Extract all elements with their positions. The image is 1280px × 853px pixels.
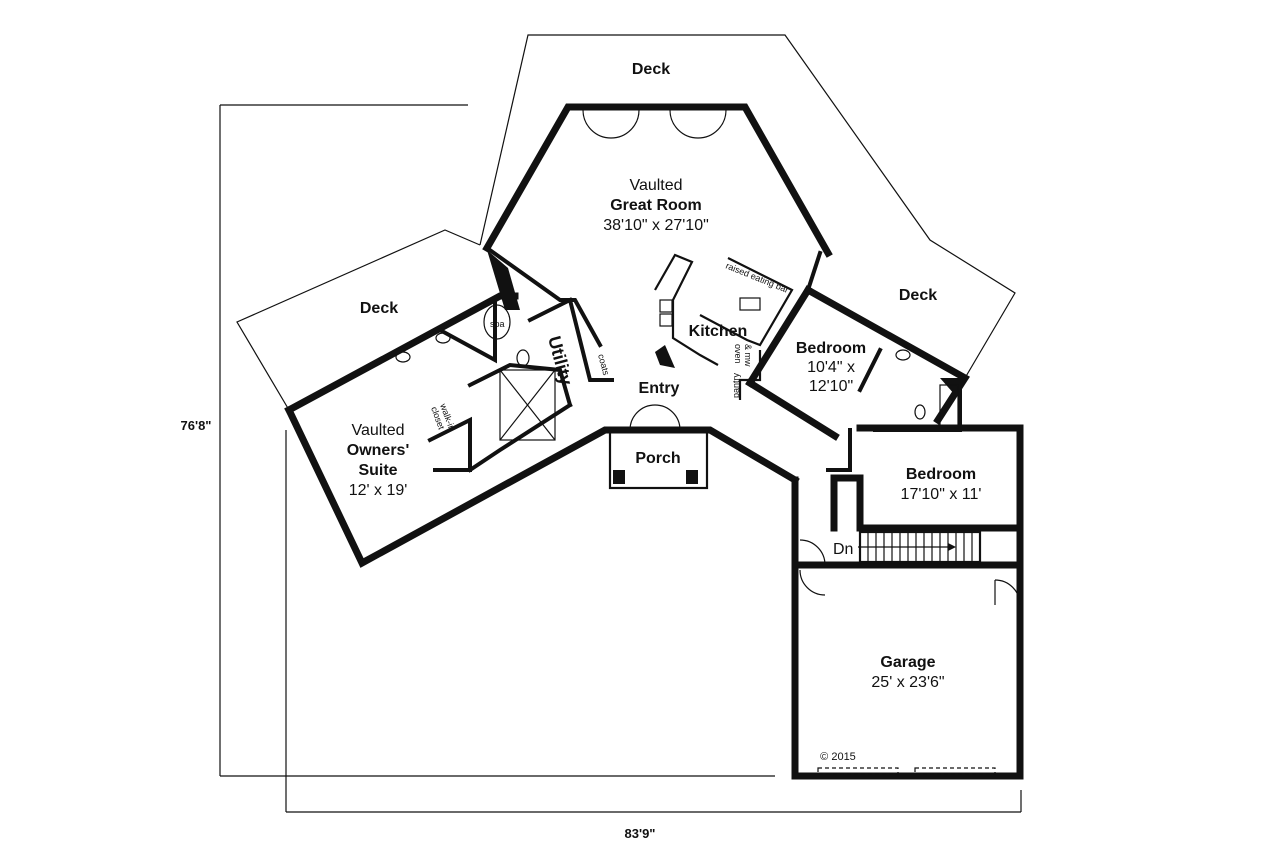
deck-left-label: Deck — [360, 300, 398, 317]
oven-label: oven — [733, 344, 743, 364]
copyright-label: © 2015 — [820, 751, 856, 763]
entry-label: Entry — [639, 380, 680, 397]
bath-fixtures — [395, 304, 959, 441]
french-doors — [582, 109, 727, 139]
owners-title-1: Owners' — [347, 442, 410, 459]
stairs-down-label: Dn — [833, 541, 853, 558]
width-dimension: 83'9" — [625, 826, 656, 841]
great-room-size: 38'10" x 27'10" — [603, 217, 709, 234]
deck-outlines — [236, 34, 1016, 411]
height-dimension: 76'8" — [181, 418, 212, 433]
kitchen-label: Kitchen — [689, 323, 748, 340]
garage-door — [799, 539, 1021, 775]
bedroom2-label: Bedroom — [906, 466, 976, 483]
owners-size: 12' x 19' — [349, 482, 408, 499]
raised-eating-bar-label: raised eating bar — [724, 261, 790, 295]
deck-right-label: Deck — [899, 287, 937, 304]
mw-label: & mw — [743, 344, 753, 367]
bedroom2-size: 17'10" x 11' — [901, 486, 982, 503]
porch-label: Porch — [635, 450, 680, 467]
great-room-vaulted: Vaulted — [629, 177, 682, 194]
interior-walls — [382, 245, 962, 473]
garage-label: Garage — [880, 654, 935, 671]
bedroom1-size-1: 10'4" x — [807, 359, 855, 376]
garage-size: 25' x 23'6" — [871, 674, 944, 691]
dimension-lines — [219, 104, 1022, 813]
owners-vaulted: Vaulted — [351, 422, 404, 439]
kitchen-counters — [654, 253, 794, 400]
wall-corner — [940, 378, 965, 395]
bedroom1-size-2: 12'10" — [809, 378, 853, 395]
great-room-title: Great Room — [610, 197, 702, 214]
owners-title-2: Suite — [358, 462, 397, 479]
bedroom1-label: Bedroom — [796, 340, 866, 357]
utility-label: Utility — [544, 334, 576, 387]
coats-label: coats — [596, 353, 611, 377]
deck-top-label: Deck — [632, 61, 670, 78]
chimney-corner — [487, 250, 520, 310]
wall-corner — [655, 345, 675, 368]
stairs — [858, 530, 982, 564]
spa-label: spa — [490, 319, 505, 329]
pantry-label: pantry — [731, 372, 741, 398]
porch — [608, 404, 709, 490]
